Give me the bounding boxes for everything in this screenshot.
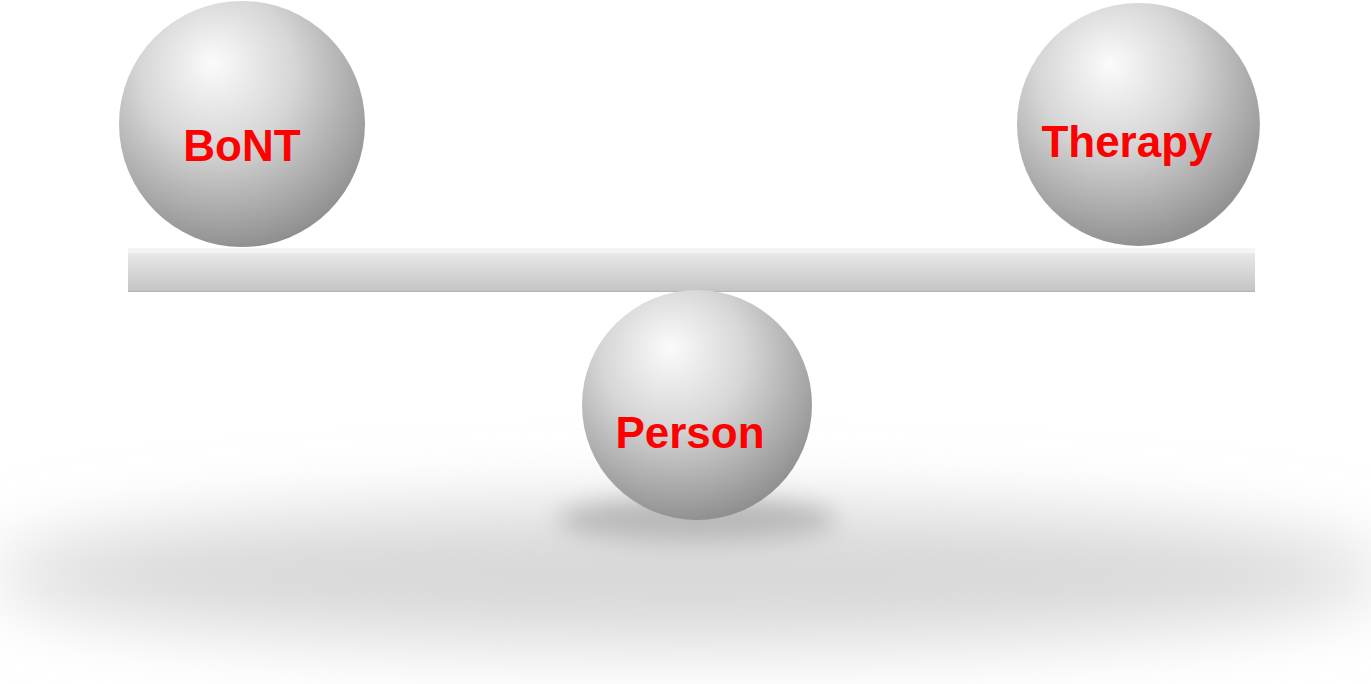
node-label: Person [615,409,764,457]
sphere [582,290,812,520]
sphere-node: BoNT [119,1,365,247]
node-label: Therapy [1041,118,1212,166]
sphere-shape [582,290,812,520]
balance-plank [128,248,1255,292]
sphere [1017,3,1260,246]
sphere [119,1,365,247]
plank-top-face [128,248,1255,253]
sphere-node: Person [582,290,812,520]
node-label: BoNT [183,122,300,170]
sphere-node: Therapy [1017,3,1260,246]
